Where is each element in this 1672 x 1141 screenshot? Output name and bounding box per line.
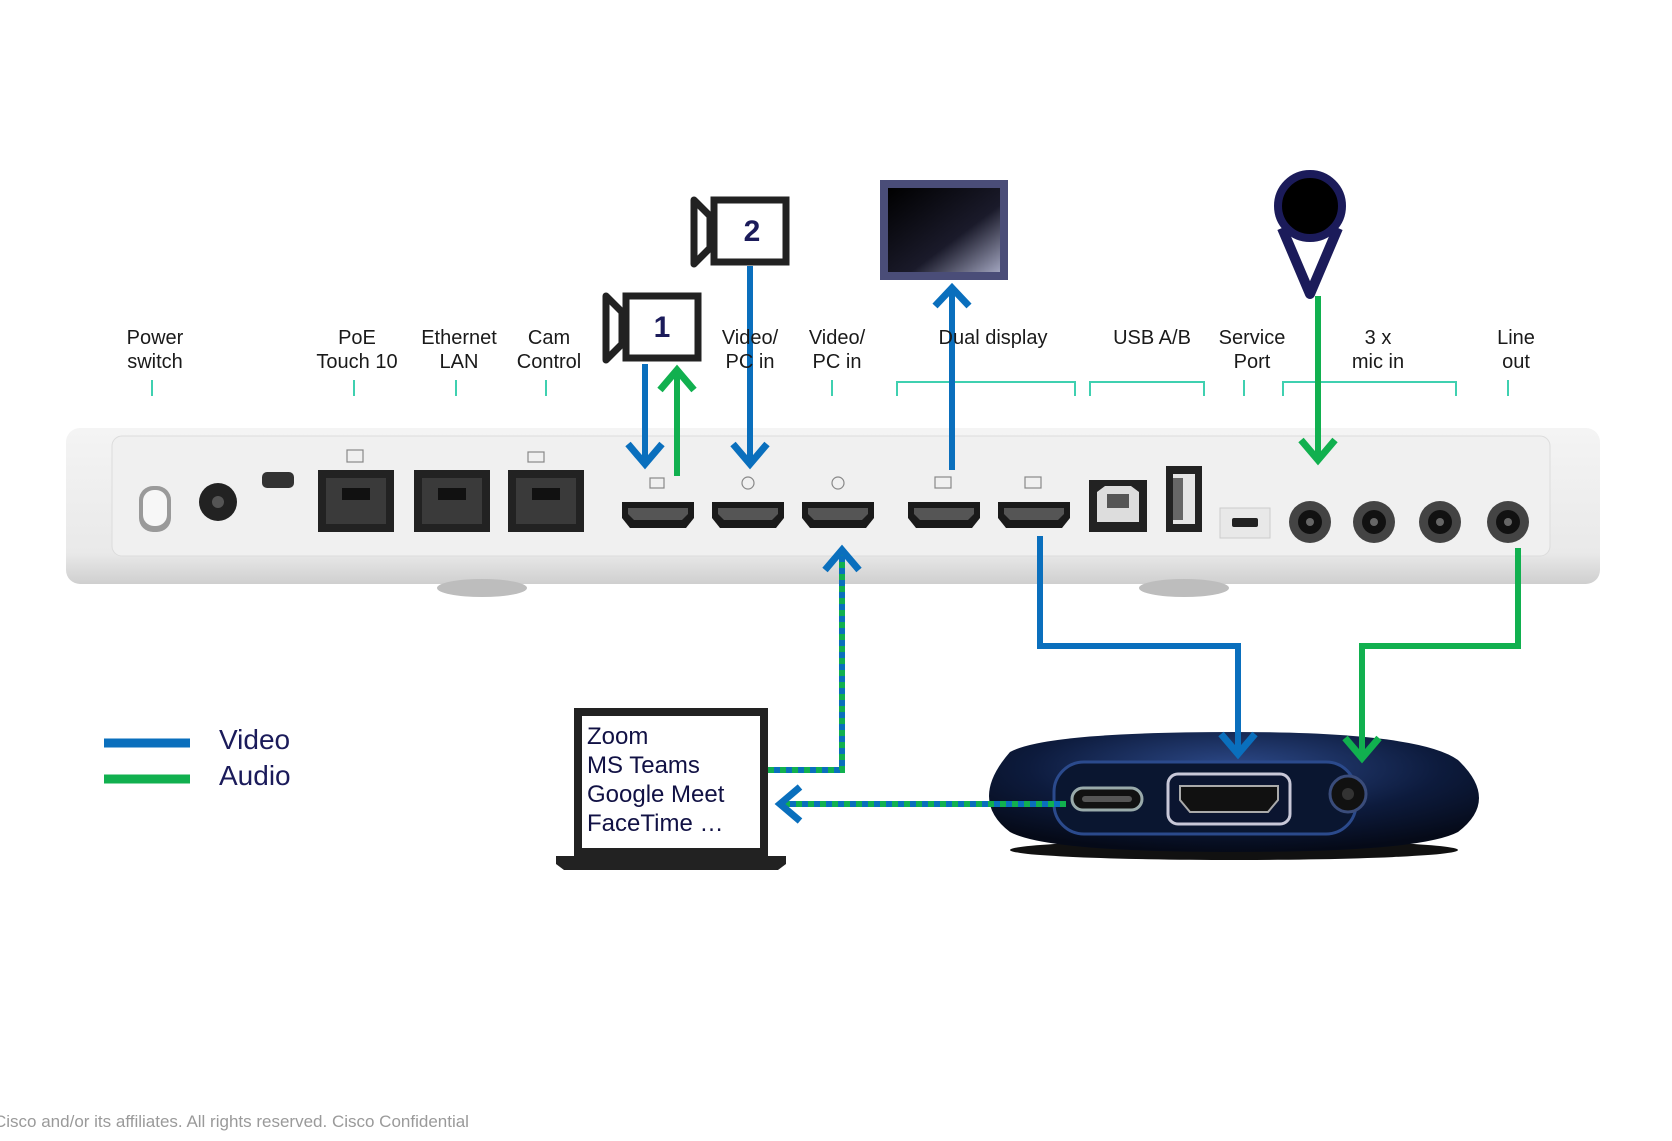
- hdmi-port-camera-1[interactable]: [622, 502, 694, 528]
- camera-2-number: 2: [743, 215, 761, 248]
- hdmi-capture-dongle: [989, 732, 1479, 860]
- camera-1-icon: [602, 292, 702, 364]
- label-usb-ab: USB A/B: [1113, 327, 1191, 349]
- laptop-app-item: MS Teams: [587, 752, 700, 779]
- line-out-to-dongle-audio: [1342, 548, 1521, 764]
- connections: [625, 266, 1521, 824]
- camera-1-video-arrow: [625, 364, 665, 470]
- security-slot: [262, 472, 294, 488]
- mic-in-jack-3[interactable]: [1419, 501, 1461, 543]
- camera-1-audio-arrow: [657, 364, 697, 476]
- laptop-app-item: FaceTime …: [587, 810, 724, 837]
- camera-1-number: 1: [653, 311, 671, 344]
- label-dual-display: Dual display: [938, 327, 1048, 349]
- poe-touch-port[interactable]: [318, 470, 394, 532]
- power-switch[interactable]: [139, 486, 171, 532]
- port-icons: [346, 449, 1042, 490]
- service-port[interactable]: [1219, 507, 1271, 539]
- laptop-app-list: Zoom MS Teams Google Meet FaceTime …: [587, 722, 757, 838]
- display-2-to-dongle-video: [1037, 536, 1258, 760]
- mic-in-jack-2[interactable]: [1353, 501, 1395, 543]
- legend-video-label: Video: [219, 724, 291, 755]
- laptop-app-item: Zoom: [587, 723, 649, 750]
- hdmi-port-display-1[interactable]: [908, 502, 980, 528]
- legend-audio-label: Audio: [219, 760, 291, 791]
- usb-b-port[interactable]: [1089, 480, 1147, 532]
- microphone-icon: [1274, 170, 1346, 299]
- mic-in-jack-1[interactable]: [1289, 501, 1331, 543]
- camera-2-video-arrow: [730, 266, 770, 470]
- hdmi-port-video-pc-in-2[interactable]: [712, 502, 784, 528]
- footer-copyright: Cisco and/or its affiliates. All rights …: [0, 1112, 469, 1131]
- cam-control-port[interactable]: [508, 470, 584, 532]
- label-ticks: [151, 380, 1509, 396]
- mic-audio-arrow: [1298, 296, 1338, 466]
- camera-2-icon: [690, 196, 790, 268]
- display-video-arrow: [932, 282, 972, 470]
- dc-power-jack[interactable]: [199, 483, 237, 521]
- usb-a-port[interactable]: [1166, 466, 1202, 532]
- laptop-to-video-pc-in-3: [768, 544, 862, 773]
- hdmi-port-display-2[interactable]: [998, 502, 1070, 528]
- label-video-pc-in-3: Video/PC in: [808, 327, 866, 373]
- line-out-jack[interactable]: [1487, 501, 1529, 543]
- hdmi-port-video-pc-in-3[interactable]: [802, 502, 874, 528]
- laptop-app-item: Google Meet: [587, 781, 725, 808]
- laptop-icon: [556, 708, 786, 870]
- display-monitor-icon: [880, 180, 1008, 280]
- label-video-pc-in-2: Video/PC in: [721, 327, 779, 373]
- ethernet-lan-port[interactable]: [414, 470, 490, 532]
- dongle-to-laptop: [774, 784, 1066, 824]
